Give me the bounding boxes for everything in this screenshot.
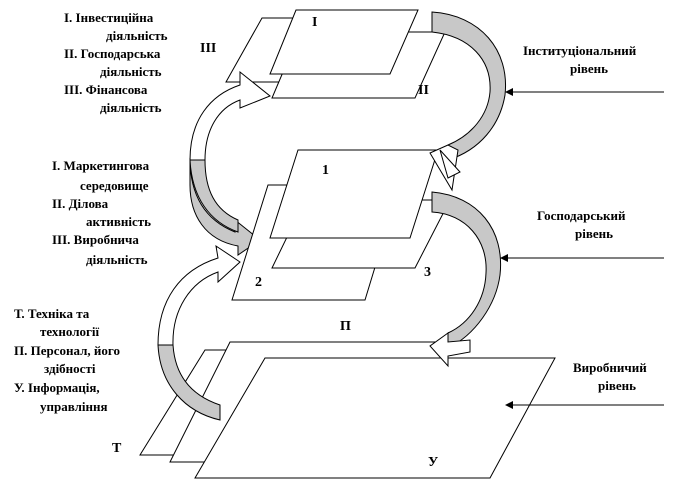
mid-item-2b: активність <box>86 214 151 229</box>
arrow-bot-left-back <box>157 244 241 346</box>
plane-bot-U <box>194 357 556 479</box>
arrow-mid-head <box>439 149 461 179</box>
arrow-top-to-mid-head <box>429 144 459 192</box>
bot-item-2b: здібності <box>44 361 96 376</box>
bot-item-1: Т. Техніка та <box>14 306 90 321</box>
arrow-bot-right-head <box>429 332 471 368</box>
mid-item-1b: середовище <box>80 178 149 193</box>
top-item-2b: діяльність <box>100 64 162 79</box>
plane-label-P: П <box>340 319 351 334</box>
mid-item-3: ІІІ. Виробнича <box>52 232 139 247</box>
plane-top-I <box>269 9 419 75</box>
arrow-mid-left-band <box>189 159 239 233</box>
mid-item-2: ІІ. Ділова <box>52 196 109 211</box>
bot-item-1b: технології <box>40 324 100 339</box>
plane-mid-1 <box>269 149 439 239</box>
bot-item-3: У. Інформація, <box>14 380 100 395</box>
plane-label-T: Т <box>112 441 122 456</box>
plane-label-U: У <box>428 455 438 470</box>
plane-label-1: 1 <box>322 163 329 178</box>
level-top-line1: Інституціональний <box>523 43 637 58</box>
level-top-line2: рівень <box>570 61 608 76</box>
plane-label-3: 3 <box>424 265 431 280</box>
arrow-top-left-back <box>189 70 271 161</box>
top-item-3: ІІІ. Фінансова <box>64 82 148 97</box>
bot-item-3b: управління <box>40 399 108 414</box>
level-bot-line2: рівень <box>598 378 636 393</box>
arrow-top-right-front <box>431 11 507 161</box>
mid-item-1: І. Маркетингова <box>52 158 150 173</box>
plane-label-II: ІІ <box>418 83 429 98</box>
top-item-2: ІІ. Господарська <box>64 46 161 61</box>
level-mid-line1: Господарський <box>537 208 626 223</box>
arrow-bot-left-front <box>157 344 221 421</box>
mid-item-3b: діяльність <box>86 252 148 267</box>
plane-label-I: І <box>312 15 317 30</box>
level-mid-line2: рівень <box>575 226 613 241</box>
pointer-head-bot <box>505 401 513 409</box>
plane-label-III: ІІІ <box>200 41 216 56</box>
top-item-1: І. Інвестиційна <box>64 10 154 25</box>
top-item-3b: діяльність <box>100 100 162 115</box>
pointer-head-mid <box>500 254 508 262</box>
pointer-head-top <box>505 88 513 96</box>
bot-item-2: П. Персонал, його <box>14 343 120 358</box>
level-bot-line1: Виробничий <box>573 360 647 375</box>
top-item-1b: діяльність <box>106 28 168 43</box>
plane-label-2: 2 <box>255 275 262 290</box>
